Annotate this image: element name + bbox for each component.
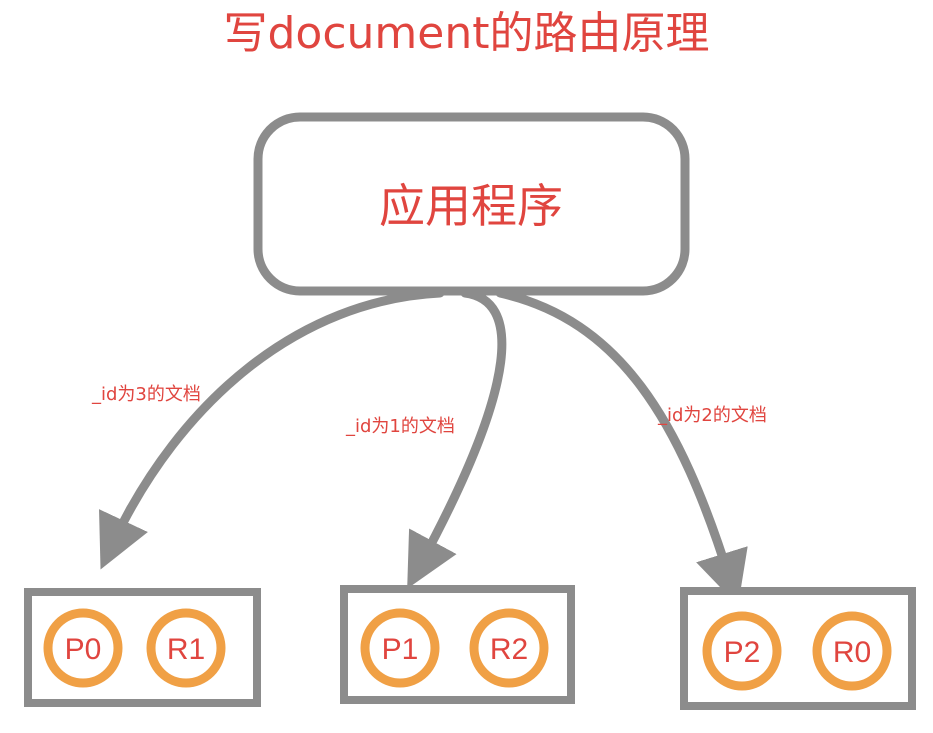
app-node-label: 应用程序	[379, 179, 563, 233]
node-3: P2 R0	[680, 587, 916, 710]
shard-p0-label: P0	[65, 633, 102, 666]
shard-r1-label: R1	[167, 633, 205, 666]
edge-label-1: _id为3的文档	[91, 384, 201, 405]
shard-p1-label: P1	[382, 633, 419, 666]
shard-p2-label: P2	[724, 636, 761, 669]
edge-label-2: _id为1的文档	[345, 416, 455, 437]
shard-r2-label: R2	[490, 633, 528, 666]
shard-p0-ring	[43, 608, 123, 688]
edge-arrow-to-node-2	[407, 288, 507, 589]
shard-r0-label: R0	[833, 636, 871, 669]
node-1: P0 R1	[24, 588, 261, 707]
diagram-title: 写document的路由原理	[223, 8, 710, 59]
shard-r1-ring	[146, 608, 226, 688]
shard-p1-ring	[360, 608, 440, 688]
edge-arrow-to-node-3	[495, 288, 748, 606]
shard-p2-ring	[702, 611, 782, 691]
edge-arrow-to-node-1	[99, 288, 445, 570]
shard-r2-ring	[469, 608, 549, 688]
edge-label-3: _id为2的文档	[657, 405, 767, 426]
shard-r0-ring	[812, 611, 892, 691]
app-node: 应用程序	[253, 112, 690, 296]
node-2: P1 R2	[340, 585, 575, 704]
